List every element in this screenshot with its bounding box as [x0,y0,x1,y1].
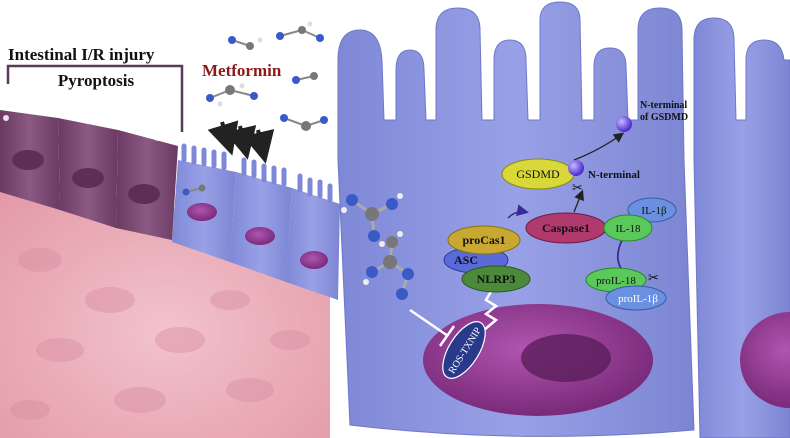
procas1-node: proCas1 [447,225,521,255]
neighbor-nucleus [740,312,790,408]
injury-label: Intestinal I/R injury [8,45,155,64]
proil18-label: proIL-18 [596,275,636,287]
inhibition-links [409,289,499,347]
il18-label: IL-18 [615,223,641,235]
il1b-label: IL-1β [641,205,667,217]
damaged-cells [0,96,178,240]
metformin-arrows [207,120,275,164]
il18-node: IL-18 [603,214,653,242]
header-bracket [6,64,184,132]
n-terminal-label: N-terminal [588,169,640,181]
n-terminal-gsdmd-line2: of GSDMD [640,112,688,123]
procas1-label: proCas1 [462,233,505,247]
metformin-label: Metformin [202,61,282,80]
scissors-icon-2: ✂ [648,270,659,285]
n-terminal-gsdmd-line1: N-terminal [640,100,687,111]
nlrp3-node: NLRP3 [461,265,531,293]
gsdmd-label: GSDMD [516,167,560,181]
healthy-cells [172,143,340,300]
caspase1-label: Caspase1 [542,221,590,235]
metformin-molecule-icon [182,21,414,300]
asc-label: ASC [454,253,478,267]
il1b-node: IL-1β [627,197,677,223]
proil1b-label: proIL-1β [618,293,658,305]
n-terminal-ball [568,160,584,176]
proil1b-node: proIL-1β [605,285,667,311]
scissors-icon: ✂ [572,180,583,195]
nlrp3-label: NLRP3 [477,272,516,286]
caspase1-node: Caspase1 [525,212,607,244]
pyroptosis-label: Pyroptosis [58,71,135,90]
tissue-cells [10,248,310,420]
released-n-terminal-ball [616,116,632,132]
gsdmd-node: GSDMD [501,158,575,190]
